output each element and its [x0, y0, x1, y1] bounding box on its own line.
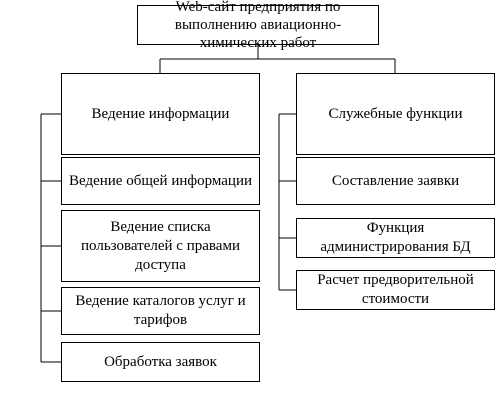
- child-node-label: Обработка заявок: [104, 353, 217, 370]
- root-node: Web-сайт предприятия по выполнению авиац…: [137, 0, 379, 51]
- section-node-service-functions: Служебные функции: [296, 73, 495, 155]
- child-node-label: Ведение общей информации: [68, 172, 252, 189]
- child-node-order-processing: Обработка заявок: [61, 342, 260, 382]
- section-node-information: Ведение информации: [61, 73, 260, 155]
- child-node-label: Ведение каталогов услуг и тарифов: [75, 293, 246, 328]
- child-node-general-info: Ведение общей информации: [61, 157, 260, 205]
- child-node-label: Функция администрирования БД: [320, 220, 471, 255]
- child-node-order-creation: Составление заявки: [296, 157, 495, 205]
- child-node-label: Составление заявки: [331, 172, 460, 189]
- child-node-cost-estimate: Расчет предворительной стоимости: [296, 270, 495, 310]
- section-node-label: Ведение информации: [91, 105, 230, 122]
- child-node-user-list: Ведение списка пользователей с правами д…: [61, 210, 260, 282]
- child-node-catalogs: Ведение каталогов услуг и тарифов: [61, 287, 260, 335]
- child-node-db-admin: Функция администрирования БД: [296, 218, 495, 258]
- child-node-label: Ведение списка пользователей с правами д…: [81, 218, 240, 273]
- section-node-label: Служебные функции: [328, 105, 463, 122]
- child-node-label: Расчет предворительной стоимости: [317, 272, 474, 307]
- root-node-label: Web-сайт предприятия по выполнению авиац…: [174, 0, 342, 51]
